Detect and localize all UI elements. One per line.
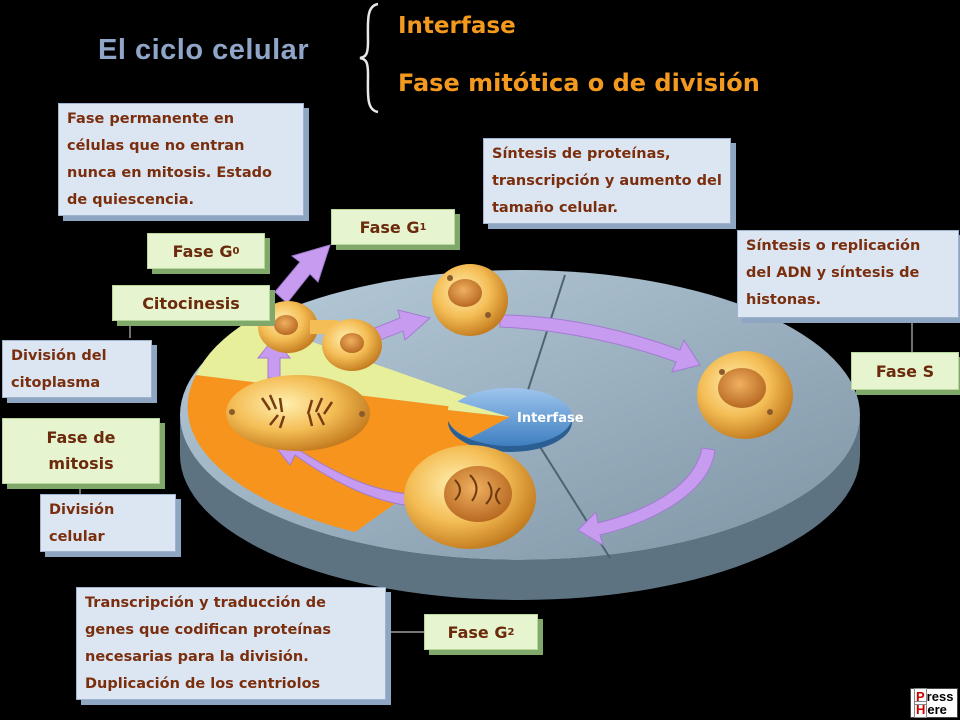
- note-celular: División celular: [40, 494, 176, 552]
- label-g1-sub: 1: [419, 221, 427, 233]
- label-g2-sub: 2: [507, 626, 515, 638]
- brace-icon: [359, 2, 379, 114]
- note-g0: Fase permanente en células que no entran…: [58, 103, 304, 216]
- center-label: Interfase: [517, 411, 584, 426]
- note-g2: Transcripción y traducción de genes que …: [76, 587, 386, 700]
- label-g2-text: Fase G: [447, 622, 508, 642]
- here-cap: H: [914, 701, 928, 718]
- cell-g2: [404, 445, 536, 549]
- press-text: ress: [926, 689, 954, 704]
- label-mitosis: Fase de mitosis: [2, 418, 160, 484]
- label-g0-sub: 0: [232, 245, 240, 257]
- cell-mitosis: [226, 375, 370, 451]
- phase-interfase: Interfase: [398, 13, 516, 39]
- here-text: ere: [927, 702, 947, 717]
- label-citocinesis: Citocinesis: [112, 285, 270, 321]
- cell-citocinesis: [258, 301, 382, 371]
- cell-g1: [432, 264, 508, 336]
- arrow-g1-to-s-icon: [499, 314, 701, 373]
- label-g1-text: Fase G: [359, 217, 420, 237]
- phase-mitotica: Fase mitótica o de división: [398, 69, 760, 97]
- arrow-s-to-g2-icon: [577, 447, 716, 547]
- cell-s: [697, 351, 793, 439]
- label-g0-text: Fase G: [172, 241, 233, 261]
- arrow-to-g0-icon: [274, 244, 331, 304]
- note-citoplasma: División del citoplasma: [2, 340, 152, 398]
- label-s: Fase S: [851, 352, 959, 390]
- press-cap: P: [914, 688, 927, 705]
- note-g1: Síntesis de proteínas, transcripción y a…: [483, 138, 731, 224]
- page-title: El ciclo celular: [98, 34, 310, 66]
- note-s: Síntesis o replicación del ADN y síntesi…: [737, 230, 959, 318]
